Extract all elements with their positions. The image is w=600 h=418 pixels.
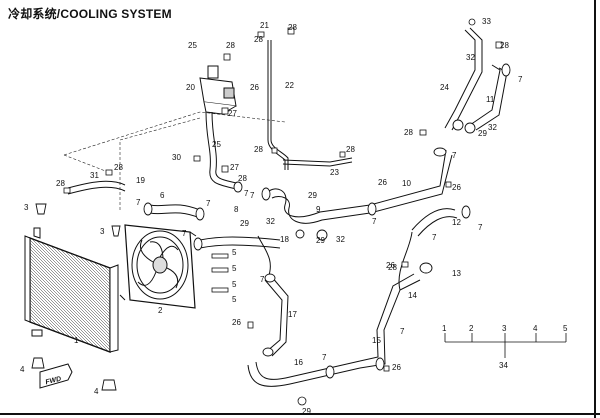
part-label-26a: 26 — [250, 83, 259, 92]
part-label-7m: 7 — [518, 75, 523, 84]
part-label-18: 18 — [280, 235, 289, 244]
assembly-tree: 1 2 3 4 5 34 — [442, 324, 568, 370]
part-label-28d: 28 — [346, 145, 355, 154]
part-label-28e: 28 — [114, 163, 123, 172]
part-label-3a: 3 — [24, 203, 29, 212]
part-label-29e: 29 — [302, 407, 311, 416]
tree-child-3: 3 — [502, 324, 507, 333]
part-label-30: 30 — [172, 153, 181, 162]
part-label-16: 16 — [294, 358, 303, 367]
part-label-28h: 28 — [404, 128, 413, 137]
part-label-5d: 5 — [232, 295, 237, 304]
part-label-27a: 27 — [228, 109, 237, 118]
part-label-26b: 26 — [378, 178, 387, 187]
part-label-27b: 27 — [230, 163, 239, 172]
part-label-24: 24 — [440, 83, 449, 92]
part-label-22: 22 — [285, 81, 294, 90]
part-label-28g: 28 — [238, 174, 247, 183]
forward-arrow — [39, 363, 73, 389]
diagram-title: 冷却系统/COOLING SYSTEM — [8, 7, 172, 21]
part-label-6: 6 — [160, 191, 165, 200]
part-label-29c: 29 — [316, 236, 325, 245]
part-label-7a: 7 — [136, 198, 141, 207]
part-label-7b: 7 — [206, 199, 211, 208]
part-label-25a: 25 — [188, 41, 197, 50]
part-label-11: 11 — [486, 95, 495, 104]
part-label-17: 17 — [288, 310, 297, 319]
part-label-28f: 28 — [56, 179, 65, 188]
radiator — [24, 227, 119, 353]
hose-clamps — [143, 63, 511, 379]
part-label-33: 33 — [482, 17, 491, 26]
part-label-14: 14 — [408, 291, 417, 300]
part-label-7k: 7 — [322, 353, 327, 362]
tree-child-1: 1 — [442, 324, 447, 333]
part-label-15: 15 — [372, 336, 381, 345]
part-label-23: 23 — [330, 168, 339, 177]
part-label-32a: 32 — [488, 123, 497, 132]
part-label-26f: 26 — [386, 261, 395, 270]
part-label-1: 1 — [74, 336, 79, 345]
part-label-5c: 5 — [232, 280, 237, 289]
part-label-3b: 3 — [100, 227, 105, 236]
part-label-2: 2 — [158, 306, 163, 315]
part-label-28i: 28 — [500, 41, 509, 50]
cooling-fan-assembly — [119, 224, 197, 309]
part-label-7l: 7 — [400, 327, 405, 336]
part-label-25b: 25 — [212, 140, 221, 149]
part-label-9: 9 — [316, 205, 321, 214]
part-number-labels: 1 2 3 3 4 4 5 5 5 5 6 7 7 7 7 7 7 7 7 7 … — [20, 17, 523, 416]
part-label-26e: 26 — [392, 363, 401, 372]
part-label-7c: 7 — [182, 229, 187, 238]
part-label-28b: 28 — [254, 35, 263, 44]
small-fittings — [63, 18, 503, 406]
part-label-5b: 5 — [232, 264, 237, 273]
tree-child-5: 5 — [563, 324, 568, 333]
part-label-7g: 7 — [452, 151, 457, 160]
part-label-20: 20 — [186, 83, 195, 92]
part-label-4b: 4 — [94, 387, 99, 396]
expansion-tank — [199, 65, 237, 115]
radiator-brackets — [31, 203, 121, 391]
part-label-7j: 7 — [260, 275, 265, 284]
part-label-29a: 29 — [308, 191, 317, 200]
assembly-tree-lines — [444, 333, 567, 358]
tree-parent-34: 34 — [499, 361, 508, 370]
part-label-7d: 7 — [244, 189, 249, 198]
tree-child-2: 2 — [469, 324, 474, 333]
part-label-4a: 4 — [20, 365, 25, 374]
part-label-28j: 28 — [288, 23, 297, 32]
tree-child-4: 4 — [533, 324, 538, 333]
part-label-12: 12 — [452, 218, 461, 227]
hose-lines — [67, 27, 508, 387]
part-label-31: 31 — [90, 171, 99, 180]
part-label-10: 10 — [402, 179, 411, 188]
part-label-7e: 7 — [250, 191, 255, 200]
part-label-32d: 32 — [336, 235, 345, 244]
frame-right-border — [594, 0, 596, 418]
part-label-26c: 26 — [452, 183, 461, 192]
part-label-5a: 5 — [232, 248, 237, 257]
part-label-19: 19 — [136, 176, 145, 185]
frame-bottom-border — [0, 413, 600, 415]
forward-arrow-label: FWD — [45, 376, 62, 387]
part-label-28a: 28 — [226, 41, 235, 50]
part-label-7f: 7 — [372, 217, 377, 226]
part-label-26d: 26 — [232, 318, 241, 327]
part-label-32c: 32 — [266, 217, 275, 226]
part-label-32b: 32 — [466, 53, 475, 62]
part-label-7i: 7 — [432, 233, 437, 242]
part-label-29d: 29 — [478, 129, 487, 138]
part-label-8: 8 — [234, 205, 239, 214]
part-label-28c: 28 — [254, 145, 263, 154]
dashed-guide-lines — [63, 111, 286, 210]
part-label-21: 21 — [260, 21, 269, 30]
part-label-29b: 29 — [240, 219, 249, 228]
part-label-28k: 28 — [388, 263, 397, 272]
part-label-13: 13 — [452, 269, 461, 278]
part-label-7h: 7 — [478, 223, 483, 232]
